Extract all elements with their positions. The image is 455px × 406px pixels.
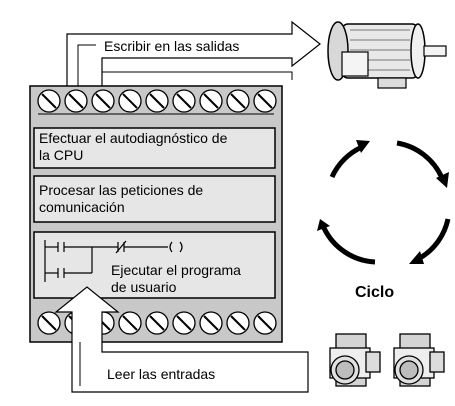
terminal-screw-icon	[145, 89, 169, 113]
user-program-panel	[33, 231, 276, 299]
terminal-screw-icon	[226, 89, 250, 113]
selfdiag-text-line2: la CPU	[39, 147, 84, 163]
cycle-arrows-icon	[321, 140, 451, 265]
top-terminal-screws	[37, 89, 277, 113]
terminal-screw-icon	[91, 89, 115, 113]
terminal-screw-icon	[172, 89, 196, 113]
ladder-logic-icon	[44, 240, 183, 282]
cycle-label: Ciclo	[355, 284, 395, 301]
selfdiag-text-line1: Efectuar el autodiagnóstico de	[39, 130, 228, 146]
read-inputs-label: Leer las entradas	[107, 366, 216, 382]
terminal-screw-icon	[64, 89, 88, 113]
selfdiag-panel	[33, 127, 276, 169]
comm-text-line2: comunicación	[39, 199, 125, 215]
write-outputs-arrow	[66, 20, 321, 86]
write-outputs-arrow-inner	[77, 44, 96, 86]
cycle-arrowheads	[317, 140, 449, 264]
user-program-text-line1: Ejecutar el programa	[111, 262, 241, 278]
terminal-screw-icon	[226, 311, 250, 335]
motor-icon	[327, 21, 447, 89]
terminal-screw-icon	[172, 311, 196, 335]
terminal-screw-icon	[145, 311, 169, 335]
terminal-screw-icon	[199, 89, 223, 113]
terminal-screw-icon	[199, 311, 223, 335]
terminal-screw-icon	[253, 311, 277, 335]
read-inputs-arrow	[54, 286, 309, 393]
pushbutton-icon	[393, 333, 445, 387]
write-outputs-arrow-lower	[102, 71, 293, 80]
write-outputs-label: Escribir en las salidas	[104, 38, 240, 54]
terminal-screw-icon	[118, 89, 142, 113]
comm-text-line1: Procesar las peticiones de	[39, 182, 204, 198]
comm-panel	[33, 175, 276, 223]
terminal-screw-icon	[253, 89, 277, 113]
user-program-text-line2: de usuario	[111, 279, 177, 295]
terminal-screw-icon	[118, 311, 142, 335]
terminal-screw-icon	[37, 311, 61, 335]
pushbutton-icon	[329, 333, 381, 387]
terminal-screw-icon	[37, 89, 61, 113]
